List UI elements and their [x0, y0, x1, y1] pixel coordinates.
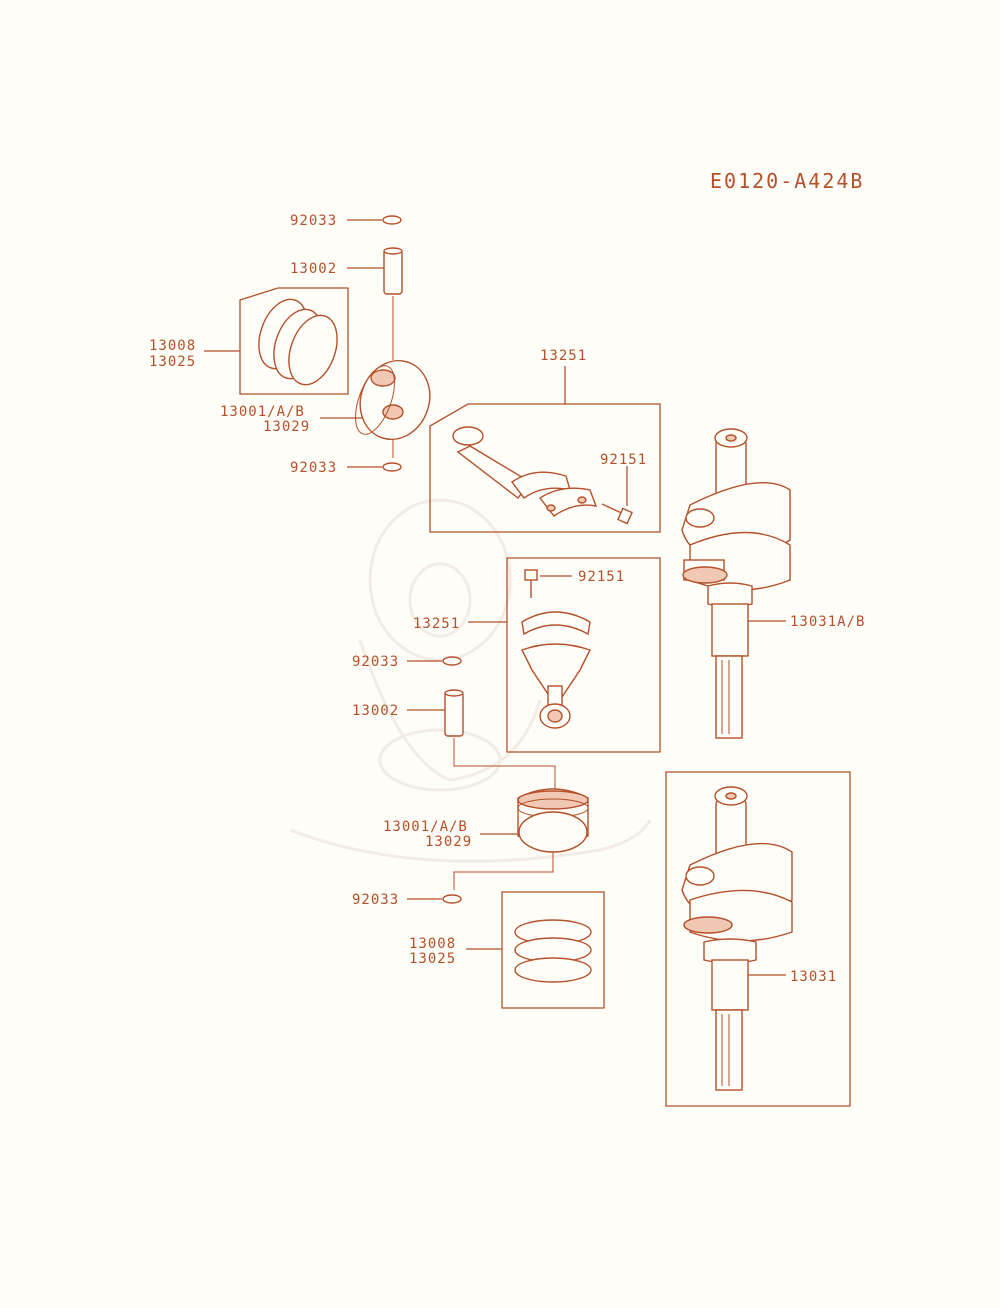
crankshaft-bot-box: [665, 771, 851, 1107]
label-rod-top: 13251: [540, 348, 587, 364]
piston-rings-bot[interactable]: [514, 919, 592, 983]
rings-bot-box: [501, 891, 605, 1009]
label-bolt-mid: 92151: [578, 569, 625, 585]
piston-rings-top[interactable]: [250, 293, 346, 392]
label-circlip-mid-2: 92033: [352, 892, 399, 908]
circlip-top-2[interactable]: [382, 462, 402, 472]
label-piston-mid-a: 13001/A/B: [383, 819, 468, 835]
label-piston-top-b: 13029: [263, 419, 310, 435]
piston-pin-mid[interactable]: [444, 689, 464, 737]
piston-top[interactable]: [348, 351, 441, 449]
piston-mid[interactable]: [517, 788, 589, 853]
label-rod-mid: 13251: [413, 616, 460, 632]
label-rings-bot-b: 13025: [409, 951, 456, 967]
circlip-mid-2[interactable]: [442, 894, 462, 904]
label-crankshaft-bot: 13031: [790, 969, 837, 985]
rod-bolt-top[interactable]: [601, 503, 633, 525]
rod-bolt-mid[interactable]: [524, 569, 538, 598]
label-circlip-top-1: 92033: [290, 213, 337, 229]
circlip-top-1[interactable]: [382, 215, 402, 225]
circlip-mid-1[interactable]: [442, 656, 462, 666]
label-piston-top-a: 13001/A/B: [220, 404, 305, 420]
label-bolt-top: 92151: [600, 452, 647, 468]
label-crankshaft-top: 13031A/B: [790, 614, 865, 630]
rod-mid-box: [506, 557, 661, 753]
piston-pin-top[interactable]: [383, 247, 403, 295]
label-piston-mid-b: 13029: [425, 834, 472, 850]
crankshaft-top[interactable]: [681, 428, 791, 739]
rings-top-box: [239, 287, 349, 395]
label-circlip-top-2: 92033: [290, 460, 337, 476]
label-circlip-mid-1: 92033: [352, 654, 399, 670]
diagram-code: E0120-A424B: [710, 169, 864, 193]
connecting-rod-top[interactable]: [452, 426, 598, 517]
rod-top-box: [429, 403, 661, 533]
crankshaft-bot[interactable]: [681, 786, 793, 1091]
label-rings-top-a: 13008: [149, 338, 196, 354]
label-pin-top: 13002: [290, 261, 337, 277]
label-rings-bot-a: 13008: [409, 936, 456, 952]
watermark-logo: [289, 498, 652, 863]
label-pin-mid: 13002: [352, 703, 399, 719]
label-rings-top-b: 13025: [149, 354, 196, 370]
connecting-rod-mid[interactable]: [521, 611, 591, 729]
